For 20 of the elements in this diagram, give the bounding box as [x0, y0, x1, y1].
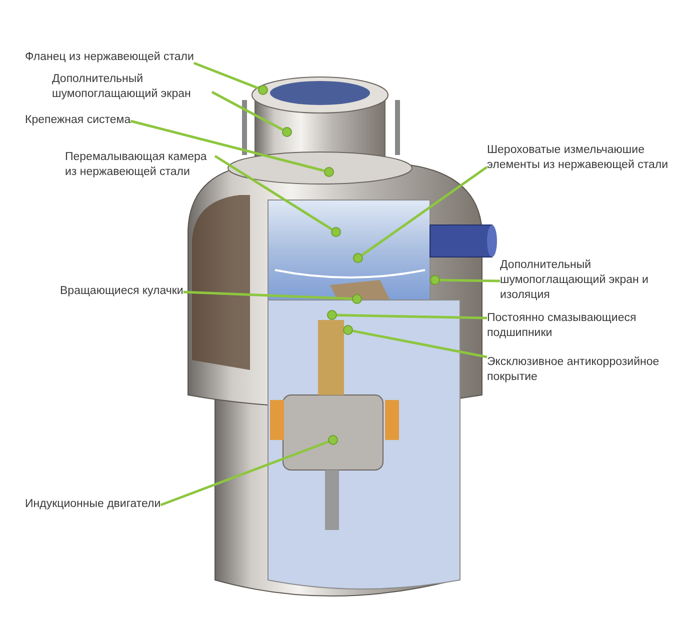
part-label: Фланец из нержавеющей стали	[25, 50, 194, 65]
part-label: Дополнительный шумопоглащающий экран	[52, 72, 212, 102]
part-label: Крепежная система	[25, 113, 131, 128]
leader-line	[440, 278, 500, 282]
part-label: Дополнительный шумопоглащающий экран и изоляция	[500, 258, 650, 303]
leader-line	[214, 154, 332, 230]
leader-line	[211, 90, 284, 131]
leader-line	[130, 120, 324, 172]
leader-line	[160, 440, 329, 506]
leader-line	[336, 314, 488, 320]
part-label: Шероховатые измельчаюшие элементы из нержавеющей стали	[487, 143, 677, 173]
leader-line	[183, 290, 352, 300]
leader-line	[361, 166, 488, 256]
part-label: Индукционные двигатели	[25, 497, 161, 512]
part-label: Эксклюзивное антикоррозийное покрытие	[487, 355, 677, 385]
leader-dot	[258, 85, 268, 95]
part-label: Перемалывающая камера из нержавеющей стали	[65, 150, 215, 180]
leader-line	[193, 62, 259, 90]
part-label: Вращающиеся кулачки	[60, 284, 184, 299]
part-label: Постоянно смазывающиеся подшипники	[487, 311, 667, 341]
